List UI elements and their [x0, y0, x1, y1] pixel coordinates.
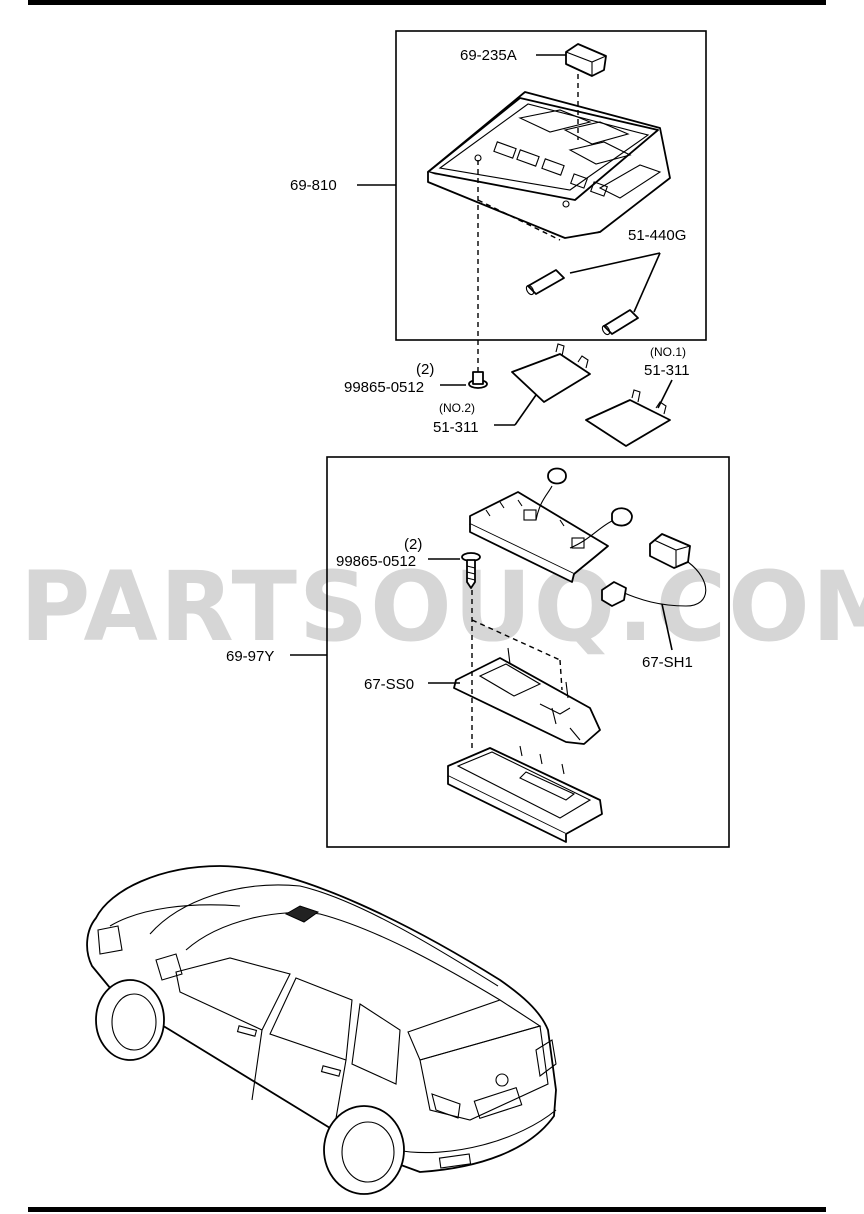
label-harness: 67-SH1	[642, 654, 693, 671]
label-lens-no1: 51-311	[644, 362, 690, 379]
label-bulb-holder: 69-235A	[460, 47, 517, 64]
label-bulb: 51-440G	[628, 227, 686, 244]
bulb-holder-part	[565, 43, 607, 77]
lamp-assembly-box	[326, 456, 730, 848]
console-housing	[427, 91, 671, 239]
lamp-assembly-group: (2) 99865-0512 69-97Y 67-SS0 67-SH1	[226, 456, 730, 848]
harness-part	[601, 533, 707, 607]
label-screw-top: 99865-0512	[344, 379, 424, 396]
bulb-part-1	[525, 269, 565, 296]
label-bracket: 67-SS0	[364, 676, 414, 693]
screw-bottom-part	[461, 552, 481, 589]
screw-top-part	[468, 371, 488, 389]
label-lens-no1-tag: (NO.1)	[650, 345, 686, 359]
watermark: PARTSOUQ.COM	[20, 551, 864, 663]
label-screw-qty-bottom: (2)	[404, 536, 422, 553]
bulb-part-2	[601, 309, 639, 336]
lens-no1-part	[585, 389, 671, 447]
lens-no2-part	[511, 343, 591, 403]
vehicle-illustration	[86, 865, 557, 1195]
console-group: 69-235A 69-810 51-440G	[290, 30, 707, 372]
label-screw-bottom: 99865-0512	[336, 553, 416, 570]
top-rule	[28, 0, 826, 5]
bracket-part	[453, 647, 601, 745]
lamp-housing-part	[447, 745, 603, 843]
label-screw-qty-top: (2)	[416, 361, 434, 378]
label-lamp-assy: 69-97Y	[226, 648, 274, 665]
label-console: 69-810	[290, 177, 337, 194]
label-lens-no2-tag: (NO.2)	[439, 401, 475, 415]
lamp-unit-part	[469, 467, 633, 583]
bottom-rule	[28, 1207, 826, 1212]
label-lens-no2: 51-311	[433, 419, 479, 436]
